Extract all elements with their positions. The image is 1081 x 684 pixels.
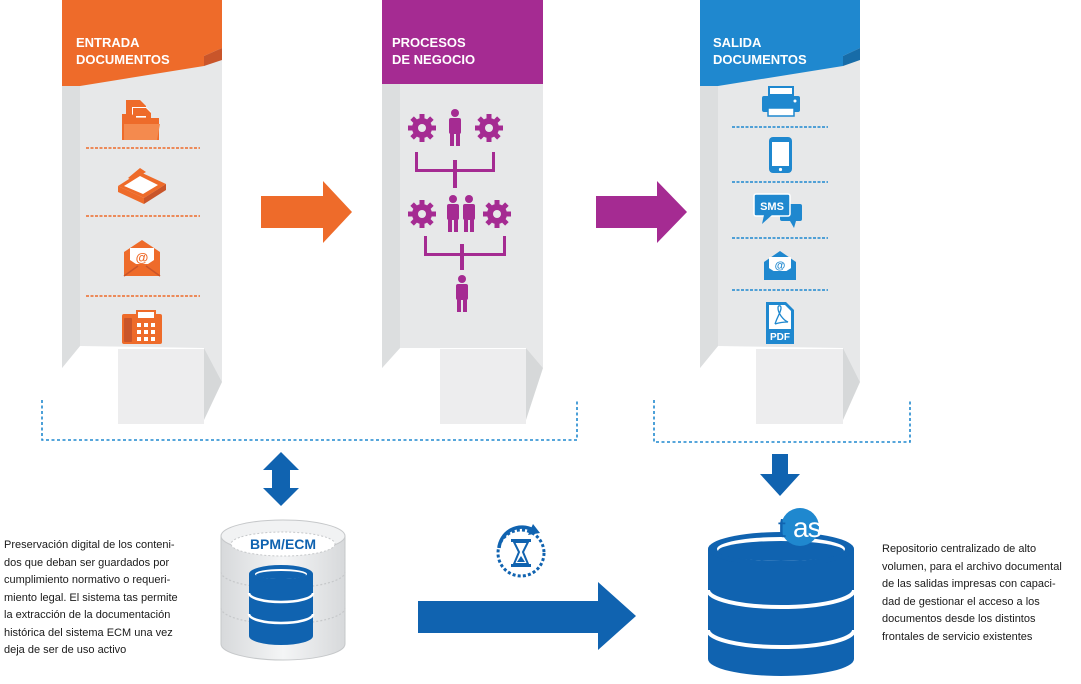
arrow-bpm-to-tas <box>418 582 636 650</box>
banner-entrada-line2: DOCUMENTOS <box>76 52 170 67</box>
left-description: Preservación digital de los conteni- dos… <box>4 537 214 660</box>
arrow-entrada-to-procesos <box>261 181 352 243</box>
right-description-line: de las salidas impresas con capaci- <box>882 578 1056 590</box>
left-description-line: dos que deban ser guardados por <box>4 556 170 569</box>
bracket-left <box>41 400 578 441</box>
banner-salida-title: SALIDA DOCUMENTOS <box>713 34 807 68</box>
mobile-phone-icon <box>769 137 792 173</box>
svg-text:@: @ <box>775 260 786 272</box>
right-description: Repositorio centralizado de alto volumen… <box>882 541 1078 646</box>
fax-icon <box>122 310 162 344</box>
column-procesos <box>382 0 543 424</box>
left-description-line: deja de ser de uso activo <box>4 644 127 656</box>
tas-logo: t as <box>778 508 822 546</box>
right-description-line: dad de gestionar el acceso a los <box>882 595 1040 608</box>
tas-logo-text: t <box>778 512 786 543</box>
documents-folder-icon <box>122 100 160 140</box>
scanner-icon <box>118 168 166 204</box>
email-icon: @ <box>764 251 796 280</box>
left-description-line: histórica del sistema ECM una vez <box>4 626 173 639</box>
banner-procesos-title: PROCESOS DE NEGOCIO <box>392 34 475 68</box>
bpm-ecm-label: BPM/ECM <box>250 536 316 552</box>
banner-salida-line1: SALIDA <box>713 35 762 50</box>
printer-icon <box>762 86 800 117</box>
svg-text:@: @ <box>136 250 149 265</box>
banner-entrada-line1: ENTRADA <box>76 35 140 50</box>
right-description-line: frontales de servicio existentes <box>882 630 1033 643</box>
bidirectional-arrow-icon <box>263 452 299 506</box>
right-description-line: volumen, para el archivo documental <box>882 560 1062 573</box>
right-description-line: documentos desde los distintos <box>882 613 1036 625</box>
left-description-line: miento legal. El sistema tas permite <box>4 591 178 604</box>
svg-text:as: as <box>793 512 821 543</box>
left-description-line: la extracción de la documentación <box>4 609 171 621</box>
business-process-workflow-icon <box>408 109 511 312</box>
hourglass-cycle-icon <box>496 524 546 578</box>
banner-procesos-line1: PROCESOS <box>392 35 466 50</box>
pdf-icon: PDF <box>766 302 794 344</box>
banner-procesos-line2: DE NEGOCIO <box>392 52 476 67</box>
pdf-label: PDF <box>770 332 790 343</box>
banner-salida <box>700 0 860 86</box>
banner-entrada <box>62 0 222 86</box>
bracket-right <box>653 400 911 443</box>
left-description-line: Preservación digital de los conteni- <box>4 539 175 551</box>
down-arrow <box>760 454 800 496</box>
email-icon: @ <box>123 240 161 277</box>
bpm-ecm-database: BPM/ECM <box>220 519 346 661</box>
column-entrada: @ <box>62 0 222 424</box>
tas-database: t as <box>706 508 856 676</box>
right-description-line: Repositorio centralizado de alto <box>882 543 1037 555</box>
banner-procesos <box>382 0 543 84</box>
column-salida: SMS @ PDF <box>700 0 860 424</box>
database-icon <box>247 565 315 645</box>
sms-icon: SMS <box>753 193 802 228</box>
arrow-procesos-to-salida <box>596 181 687 243</box>
left-description-line: cumplimiento normativo o requeri- <box>4 574 171 586</box>
banner-salida-line2: DOCUMENTOS <box>713 52 807 67</box>
sms-label: SMS <box>760 201 784 213</box>
banner-entrada-title: ENTRADA DOCUMENTOS <box>76 34 170 68</box>
